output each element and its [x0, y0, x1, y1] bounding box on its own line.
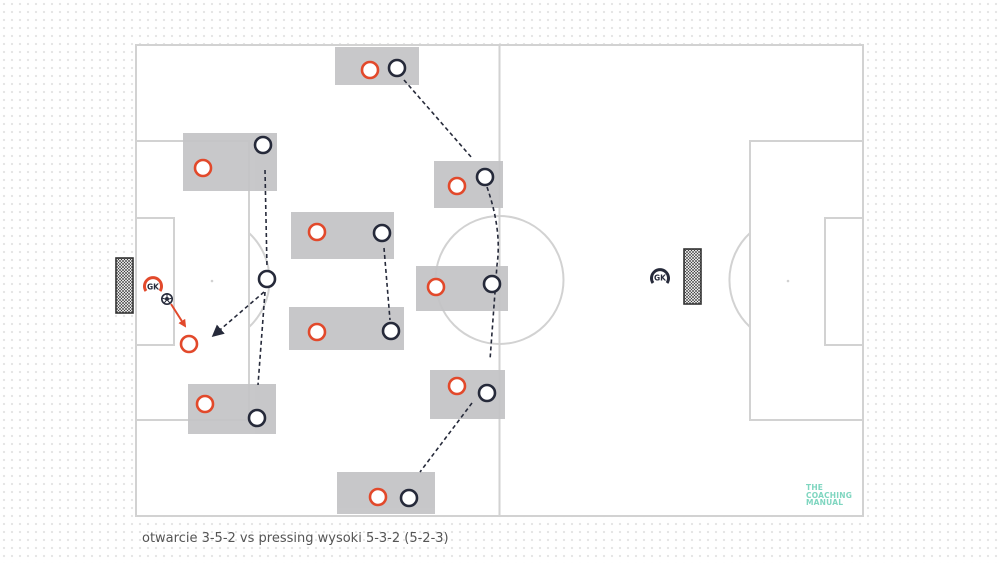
- player-dark: [475, 167, 495, 187]
- brand-logo-line: MANUAL: [806, 498, 844, 507]
- pressing-line: [419, 402, 473, 473]
- player-red: [360, 60, 380, 80]
- player-dark: [381, 321, 401, 341]
- diagram-caption: otwarcie 3-5-2 vs pressing wysoki 5-3-2 …: [142, 531, 449, 546]
- player-red: [195, 394, 215, 414]
- player-dark: [482, 274, 502, 294]
- right-penalty-spot: [786, 279, 790, 283]
- player-dark: [477, 383, 497, 403]
- pitch: [135, 44, 864, 517]
- goal-net-icon: [115, 257, 134, 314]
- player-red: [307, 322, 327, 342]
- team-red: [179, 60, 467, 507]
- right-goal-area: [824, 217, 864, 346]
- pressing-line: [264, 169, 268, 269]
- player-dark: [253, 135, 273, 155]
- goalkeeper-label: GK: [147, 283, 160, 292]
- zone: [434, 161, 503, 208]
- player-dark: [247, 408, 267, 428]
- player-red: [447, 176, 467, 196]
- pressing-line: [403, 79, 473, 159]
- pressing-line: [383, 247, 391, 321]
- left-goal-area: [135, 217, 175, 346]
- goalkeeper-label: GK: [654, 274, 667, 283]
- player-red: [179, 334, 199, 354]
- pressing-lines: [211, 79, 500, 473]
- goalkeeper-dark: GK: [650, 268, 670, 284]
- pressing-line: [257, 291, 266, 386]
- player-red: [368, 487, 388, 507]
- pass-arrow: [170, 303, 187, 328]
- right-penalty-arc: [728, 232, 751, 328]
- player-red: [307, 222, 327, 242]
- ball-icon: [161, 292, 174, 305]
- pressing-arrow: [211, 291, 265, 337]
- player-dark: [399, 488, 419, 508]
- team-dark: [247, 58, 502, 508]
- goalkeeper-icon: [143, 276, 163, 292]
- brand-logo: THE COACHING MANUAL: [806, 484, 862, 512]
- pressing-line: [486, 186, 500, 361]
- player-red: [426, 277, 446, 297]
- player-dark: [387, 58, 407, 78]
- player-dark: [372, 223, 392, 243]
- left-penalty-spot: [210, 279, 214, 283]
- player-red: [447, 376, 467, 396]
- brand-logo-line: COACHING: [806, 490, 853, 500]
- player-red: [193, 158, 213, 178]
- goal-net-icon: [683, 248, 702, 305]
- goalkeeper-icon: [650, 268, 670, 284]
- player-dark: [257, 269, 277, 289]
- goalkeeper-red: GK: [143, 276, 163, 292]
- brand-logo-line: THE: [806, 483, 824, 492]
